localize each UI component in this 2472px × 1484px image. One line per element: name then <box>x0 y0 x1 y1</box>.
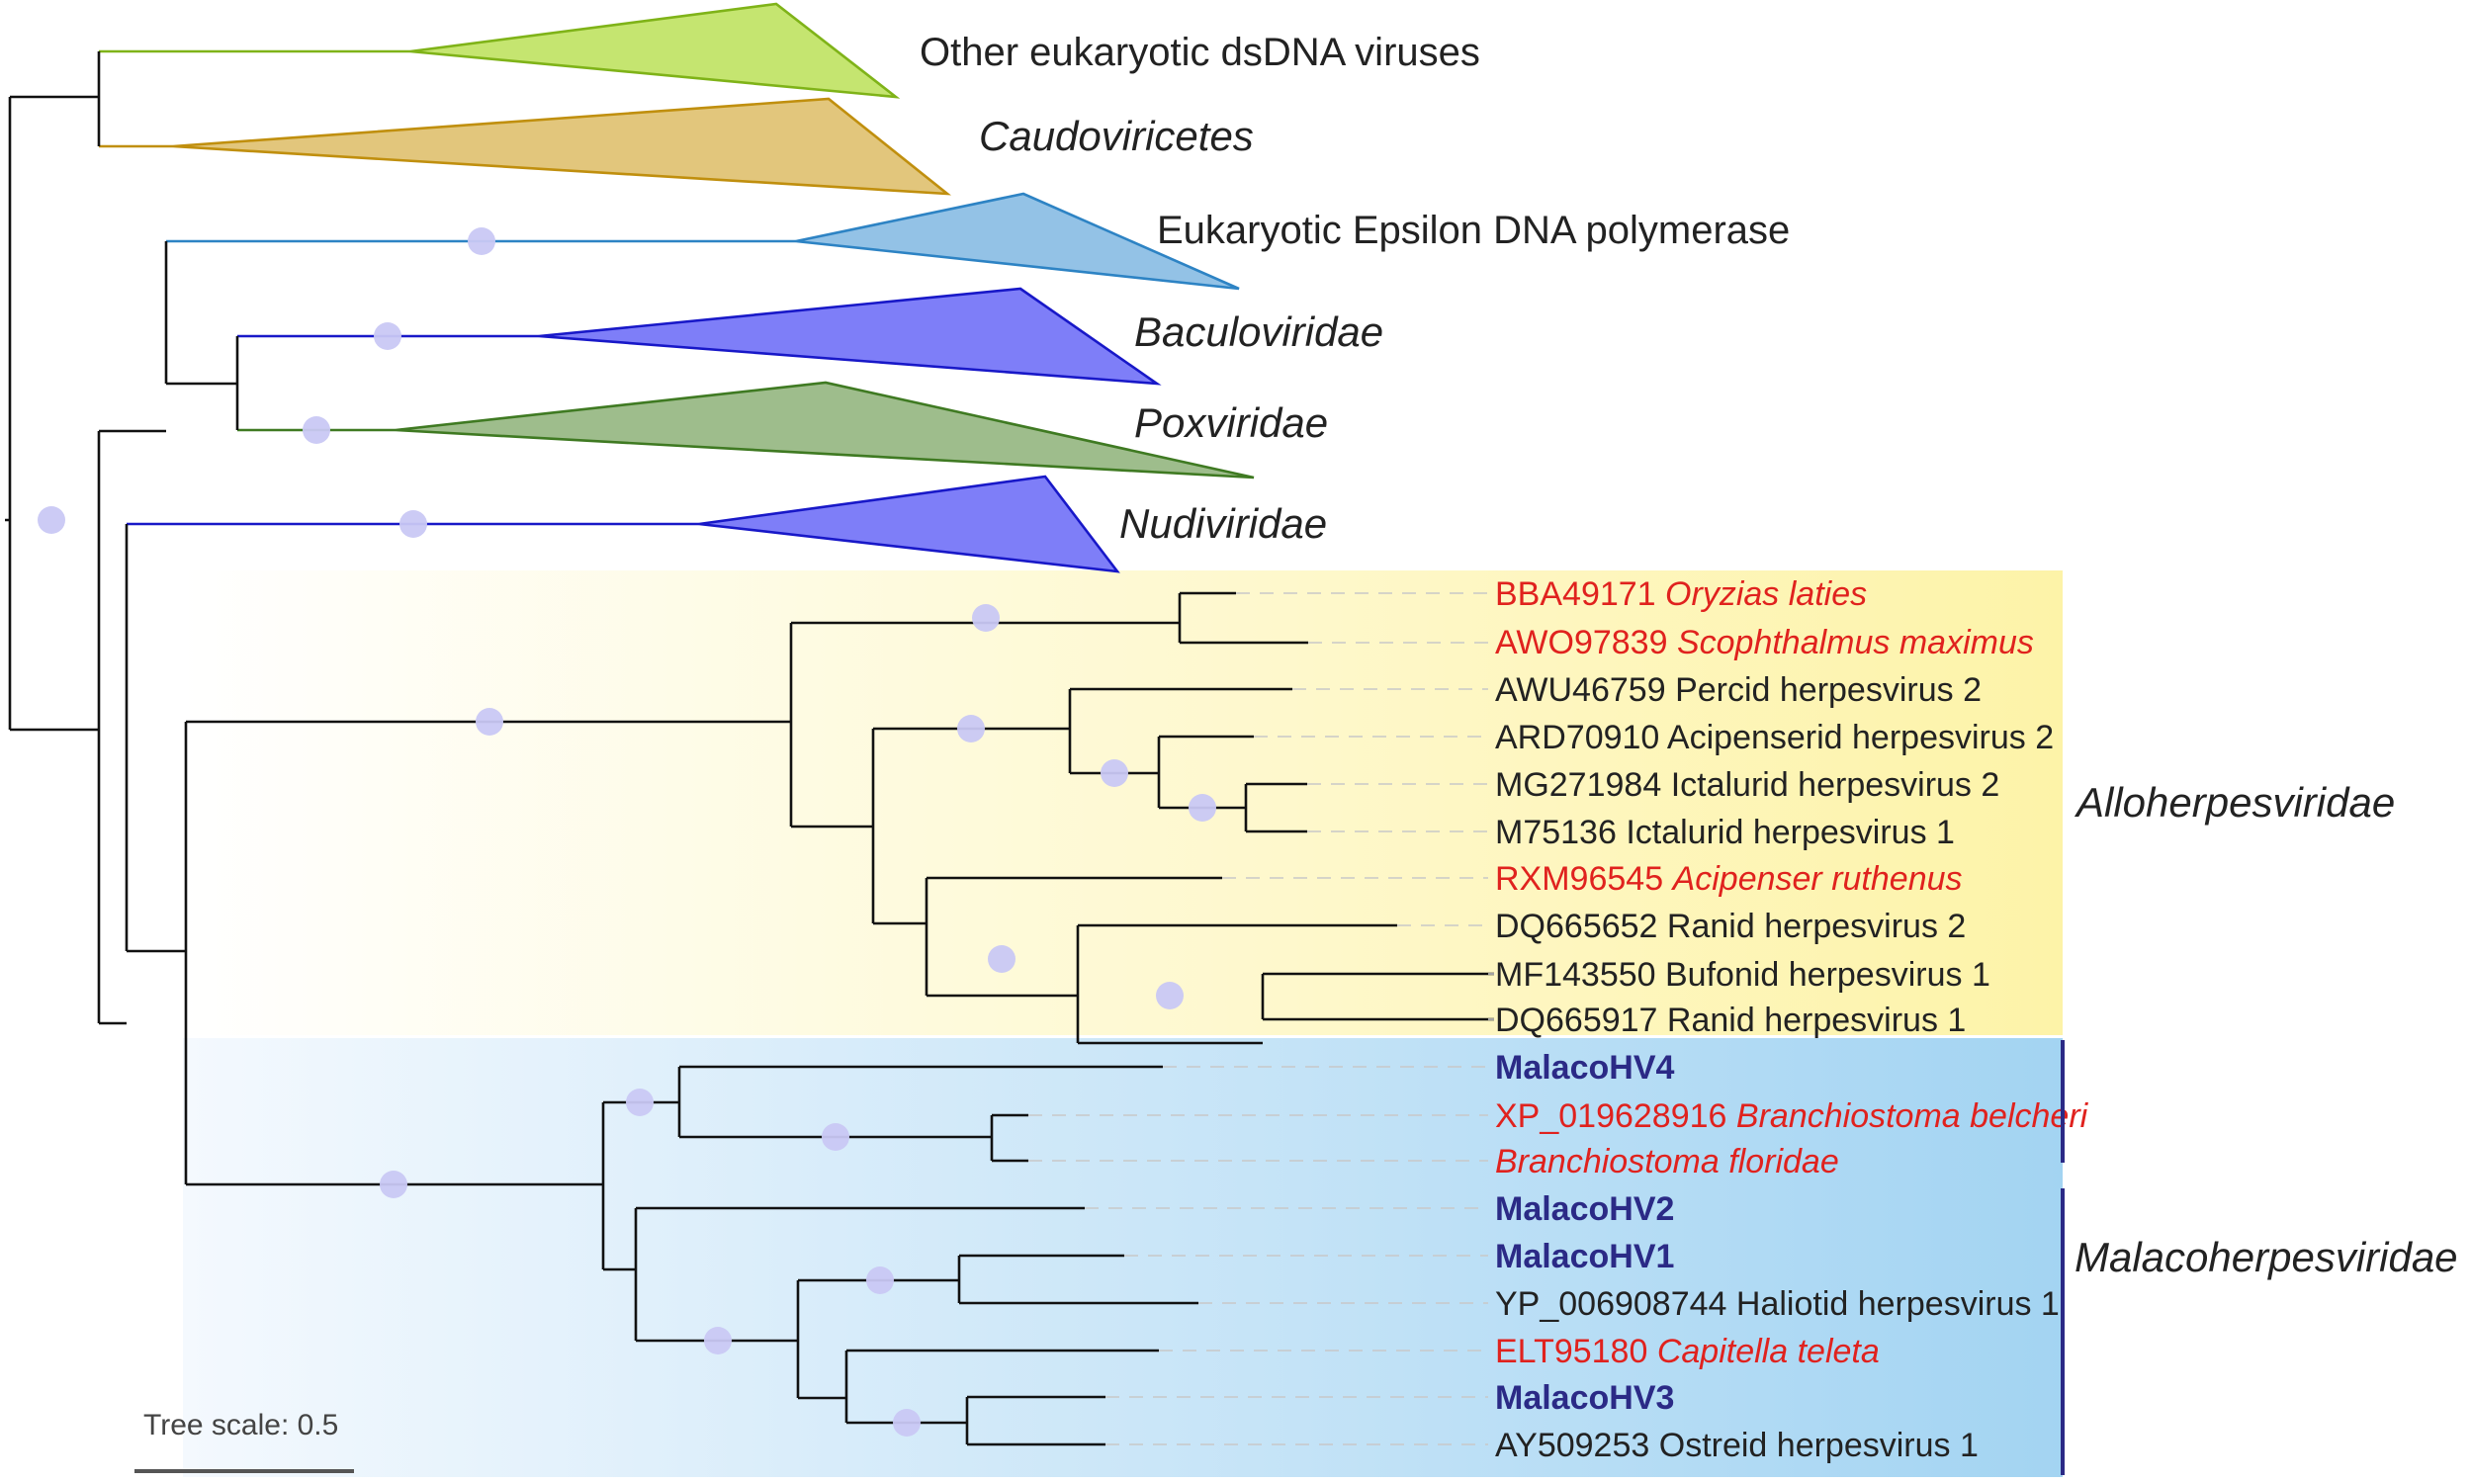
leaf-label: XP_019628916 Branchiostoma belcheri <box>1495 1097 2089 1135</box>
clade-label-epsilon-polymerase: Eukaryotic Epsilon DNA polymerase <box>1157 209 1790 252</box>
clade-label-nudiviridae: Nudiviridae <box>1119 500 1327 547</box>
support-markers <box>38 227 1216 1437</box>
leaf-label: ELT95180 Capitella teleta <box>1495 1333 1880 1370</box>
support-node <box>1156 982 1184 1009</box>
clade-triangle-nudiviridae <box>698 475 1120 573</box>
leaf-connectors <box>1028 592 1494 1445</box>
support-node <box>893 1409 921 1437</box>
leaf-label: DQ665917 Ranid herpesvirus 1 <box>1495 1002 1966 1039</box>
clade-label-baculoviridae: Baculoviridae <box>1134 308 1383 355</box>
clade-triangle-poxviridae <box>395 381 1255 480</box>
support-node <box>822 1123 849 1151</box>
support-node <box>957 715 985 742</box>
leaf-label: AWU46759 Percid herpesvirus 2 <box>1495 671 1982 709</box>
support-node <box>38 506 65 534</box>
family-label-alloherpesviridae: Alloherpesviridae <box>2074 779 2395 826</box>
leaf-label: BBA49171 Oryzias laties <box>1495 575 1867 613</box>
clade-labels: Other eukaryotic dsDNA viruses Caudoviri… <box>920 31 1790 547</box>
leaf-label: DQ665652 Ranid herpesvirus 2 <box>1495 908 1966 945</box>
support-node <box>626 1089 654 1116</box>
leaf-label: MalacoHV3 <box>1495 1379 1674 1417</box>
leaf-label: ARD70910 Acipenserid herpesvirus 2 <box>1495 719 2054 756</box>
leaf-label: AWO97839 Scophthalmus maximus <box>1495 624 2034 661</box>
support-node <box>476 708 503 736</box>
support-node <box>866 1266 894 1294</box>
support-node <box>303 416 330 444</box>
support-node <box>988 945 1015 973</box>
support-node <box>972 604 1000 632</box>
leaf-label: RXM96545 Acipenser ruthenus <box>1495 860 1963 898</box>
leaf-label: MalacoHV4 <box>1495 1049 1674 1087</box>
support-node <box>380 1171 407 1198</box>
leaf-label: AY509253 Ostreid herpesvirus 1 <box>1495 1427 1979 1464</box>
clade-triangle-caudoviricetes <box>172 97 952 196</box>
support-node <box>704 1327 732 1354</box>
clade-triangle-baculoviridae <box>538 287 1162 386</box>
clade-triangle-epsilon-polymerase <box>795 192 1240 291</box>
clade-triangle-other-dsdna <box>409 2 901 99</box>
leaf-label: MG271984 Ictalurid herpesvirus 2 <box>1495 766 1999 804</box>
leaf-label: MalacoHV2 <box>1495 1190 1674 1228</box>
support-node <box>468 227 495 255</box>
leaf-label: MalacoHV1 <box>1495 1238 1674 1275</box>
support-node <box>399 510 427 538</box>
leaf-label: YP_006908744 Haliotid herpesvirus 1 <box>1495 1285 2060 1323</box>
alloherpes-leaf-labels: BBA49171 Oryzias laties AWO97839 Scophth… <box>1495 575 2054 1039</box>
malaco-leaf-labels: MalacoHV4 XP_019628916 Branchiostoma bel… <box>1495 1049 2089 1464</box>
leaf-label: MF143550 Bufonid herpesvirus 1 <box>1495 956 1990 994</box>
clade-label-poxviridae: Poxviridae <box>1134 399 1328 446</box>
clade-label-caudoviricetes: Caudoviricetes <box>979 113 1254 159</box>
leaf-label: Branchiostoma floridae <box>1495 1143 1839 1180</box>
collapsed-clades <box>99 2 1255 573</box>
malacoherpesviridae-band <box>183 1038 2063 1477</box>
clade-label-other-dsdna: Other eukaryotic dsDNA viruses <box>920 31 1480 74</box>
tree-scale-label: Tree scale: 0.5 <box>143 1409 338 1441</box>
support-node <box>374 322 401 350</box>
support-node <box>1189 794 1216 822</box>
family-label-malacoherpesviridae: Malacoherpesviridae <box>2075 1234 2458 1280</box>
support-node <box>1101 759 1128 787</box>
alloherpesviridae-band <box>183 570 2063 1035</box>
leaf-label: M75136 Ictalurid herpesvirus 1 <box>1495 814 1955 851</box>
